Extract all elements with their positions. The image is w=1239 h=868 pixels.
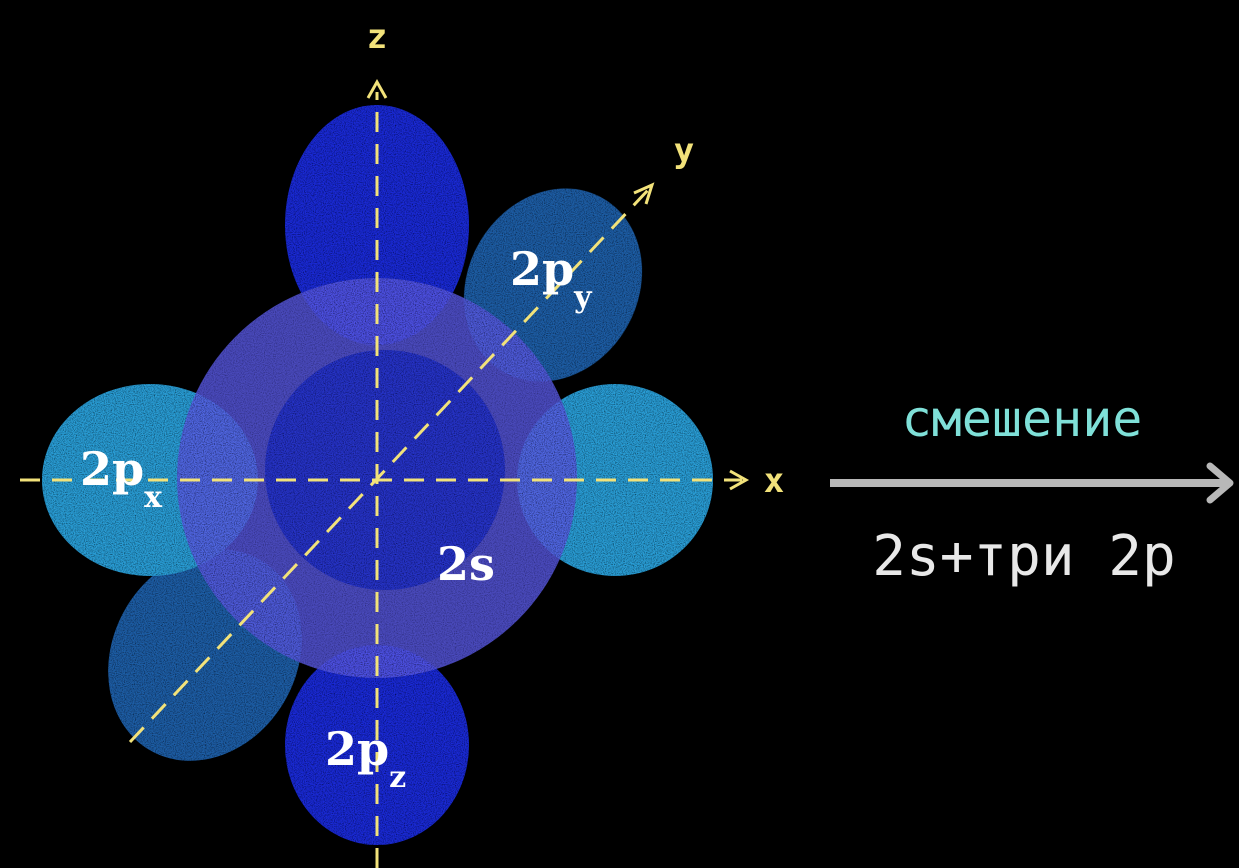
label-2py-main: 2p bbox=[510, 242, 574, 296]
y-axis-arrowhead bbox=[633, 182, 655, 205]
axes: z x y bbox=[20, 17, 784, 868]
mixing-arrow-head bbox=[1206, 462, 1234, 504]
label-2pz-main: 2p bbox=[325, 722, 389, 776]
label-2s: 2s bbox=[437, 537, 495, 591]
s-sphere-inner bbox=[265, 350, 505, 590]
mixing-process: смешение 2s+три 2p bbox=[830, 390, 1234, 589]
label-2py-sub: y bbox=[573, 280, 593, 315]
z-axis-arrowhead bbox=[366, 78, 388, 99]
mixing-top-label: смешение bbox=[902, 390, 1143, 448]
label-2px: 2px bbox=[80, 442, 163, 515]
mixing-bottom-label: 2s+три 2p bbox=[872, 524, 1175, 589]
pz-lobe-bottom bbox=[285, 645, 469, 845]
x-axis-label: x bbox=[764, 461, 784, 501]
x-axis-arrowhead bbox=[729, 469, 750, 491]
z-axis-label: z bbox=[367, 17, 387, 57]
label-2px-main: 2p bbox=[80, 442, 144, 496]
orbital-labels: 2px 2py 2pz 2s bbox=[80, 242, 593, 795]
label-2py: 2py bbox=[510, 242, 593, 315]
label-2px-sub: x bbox=[144, 480, 163, 515]
y-axis-label: y bbox=[674, 131, 694, 171]
label-2pz: 2pz bbox=[325, 722, 406, 795]
label-2pz-sub: z bbox=[389, 760, 406, 795]
